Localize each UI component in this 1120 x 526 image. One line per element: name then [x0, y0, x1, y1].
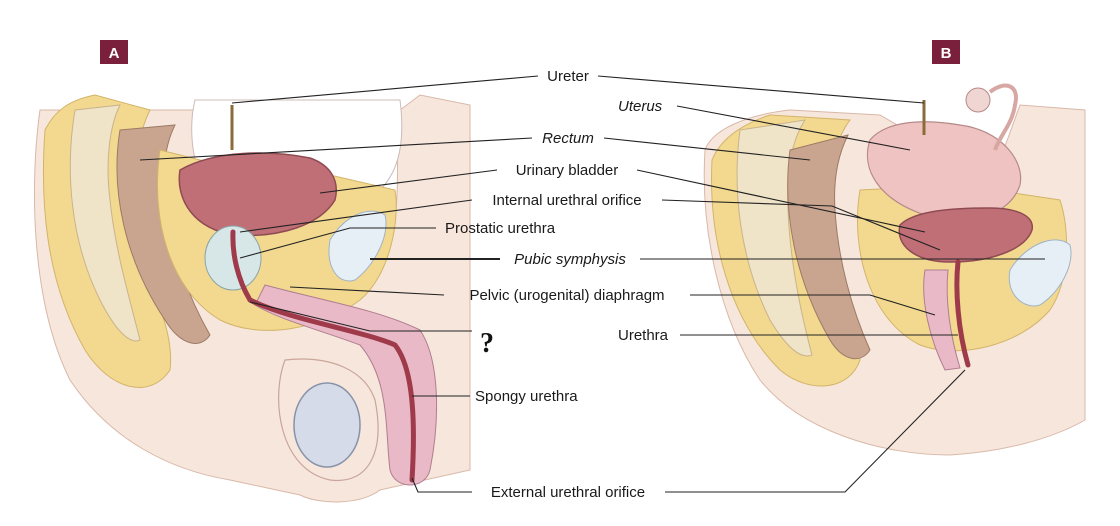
- leader-uterus: [676, 105, 911, 151]
- leader-rectum-left: [139, 137, 533, 161]
- label-rectum: Rectum: [542, 130, 594, 147]
- panel-b-badge-box: [932, 40, 960, 64]
- label-spongy-urethra: Spongy urethra: [475, 388, 578, 405]
- female-urethra: [954, 259, 971, 368]
- leader-internal-orifice-right: [661, 199, 941, 251]
- female-vagina: [923, 269, 961, 371]
- label-uterus: Uterus: [618, 98, 663, 115]
- male-testis: [293, 382, 361, 468]
- panel-b-letter: B: [941, 45, 952, 62]
- leader-lines: [139, 75, 1045, 493]
- label-prostatic-urethra: Prostatic urethra: [445, 220, 556, 237]
- panel-b-badge: B: [932, 40, 960, 64]
- male-urethra: [230, 229, 416, 483]
- leader-ureter-left: [231, 75, 539, 104]
- female-urinary-bladder: [898, 207, 1033, 263]
- leader-bladder-right: [636, 169, 926, 233]
- label-ureter: Ureter: [547, 68, 589, 85]
- leader-pelvic-diaphragm-right: [690, 294, 936, 316]
- panel-a-badge: A: [100, 40, 128, 64]
- panel-a-letter: A: [109, 45, 120, 62]
- leader-bladder-left: [319, 169, 498, 194]
- female-uterine-tube: [988, 83, 1018, 151]
- leader-rectum-right: [603, 137, 811, 161]
- male-pubic-symphysis: [328, 210, 387, 282]
- female-ovary: [965, 87, 991, 113]
- leader-pelvic-diaphragm-left: [289, 286, 445, 296]
- leader-prostatic-urethra: [239, 227, 436, 259]
- label-internal-urethral-orifice: Internal urethral orifice: [492, 192, 641, 209]
- male-scrotum: [278, 358, 379, 482]
- label-unknown-marker: ?: [480, 328, 494, 359]
- leader-external-orifice-left: [411, 477, 472, 493]
- female-rectum: [787, 134, 871, 360]
- male-sacrum-bone: [69, 104, 141, 342]
- male-penis: [254, 284, 438, 486]
- female-uterus: [866, 121, 1022, 221]
- label-pelvic-diaphragm: Pelvic (urogenital) diaphragm: [469, 287, 664, 304]
- leader-ureter-right: [597, 75, 925, 104]
- male-pelvis-illustration: [33, 94, 471, 503]
- female-pelvis-illustration: [703, 83, 1086, 456]
- leader-internal-orifice-left: [239, 199, 473, 233]
- label-urethra: Urethra: [618, 327, 669, 344]
- labels: Ureter Uterus Rectum Urinary bladder Int…: [445, 68, 669, 501]
- leader-external-orifice-right: [665, 369, 966, 493]
- label-external-urethral-orifice: External urethral orifice: [491, 484, 645, 501]
- female-pubic-symphysis: [1008, 239, 1072, 307]
- label-urinary-bladder: Urinary bladder: [516, 162, 619, 179]
- leader-unknown-marker: [249, 301, 472, 332]
- label-pubic-symphysis: Pubic symphysis: [514, 251, 626, 268]
- panel-a-badge-box: [100, 40, 128, 64]
